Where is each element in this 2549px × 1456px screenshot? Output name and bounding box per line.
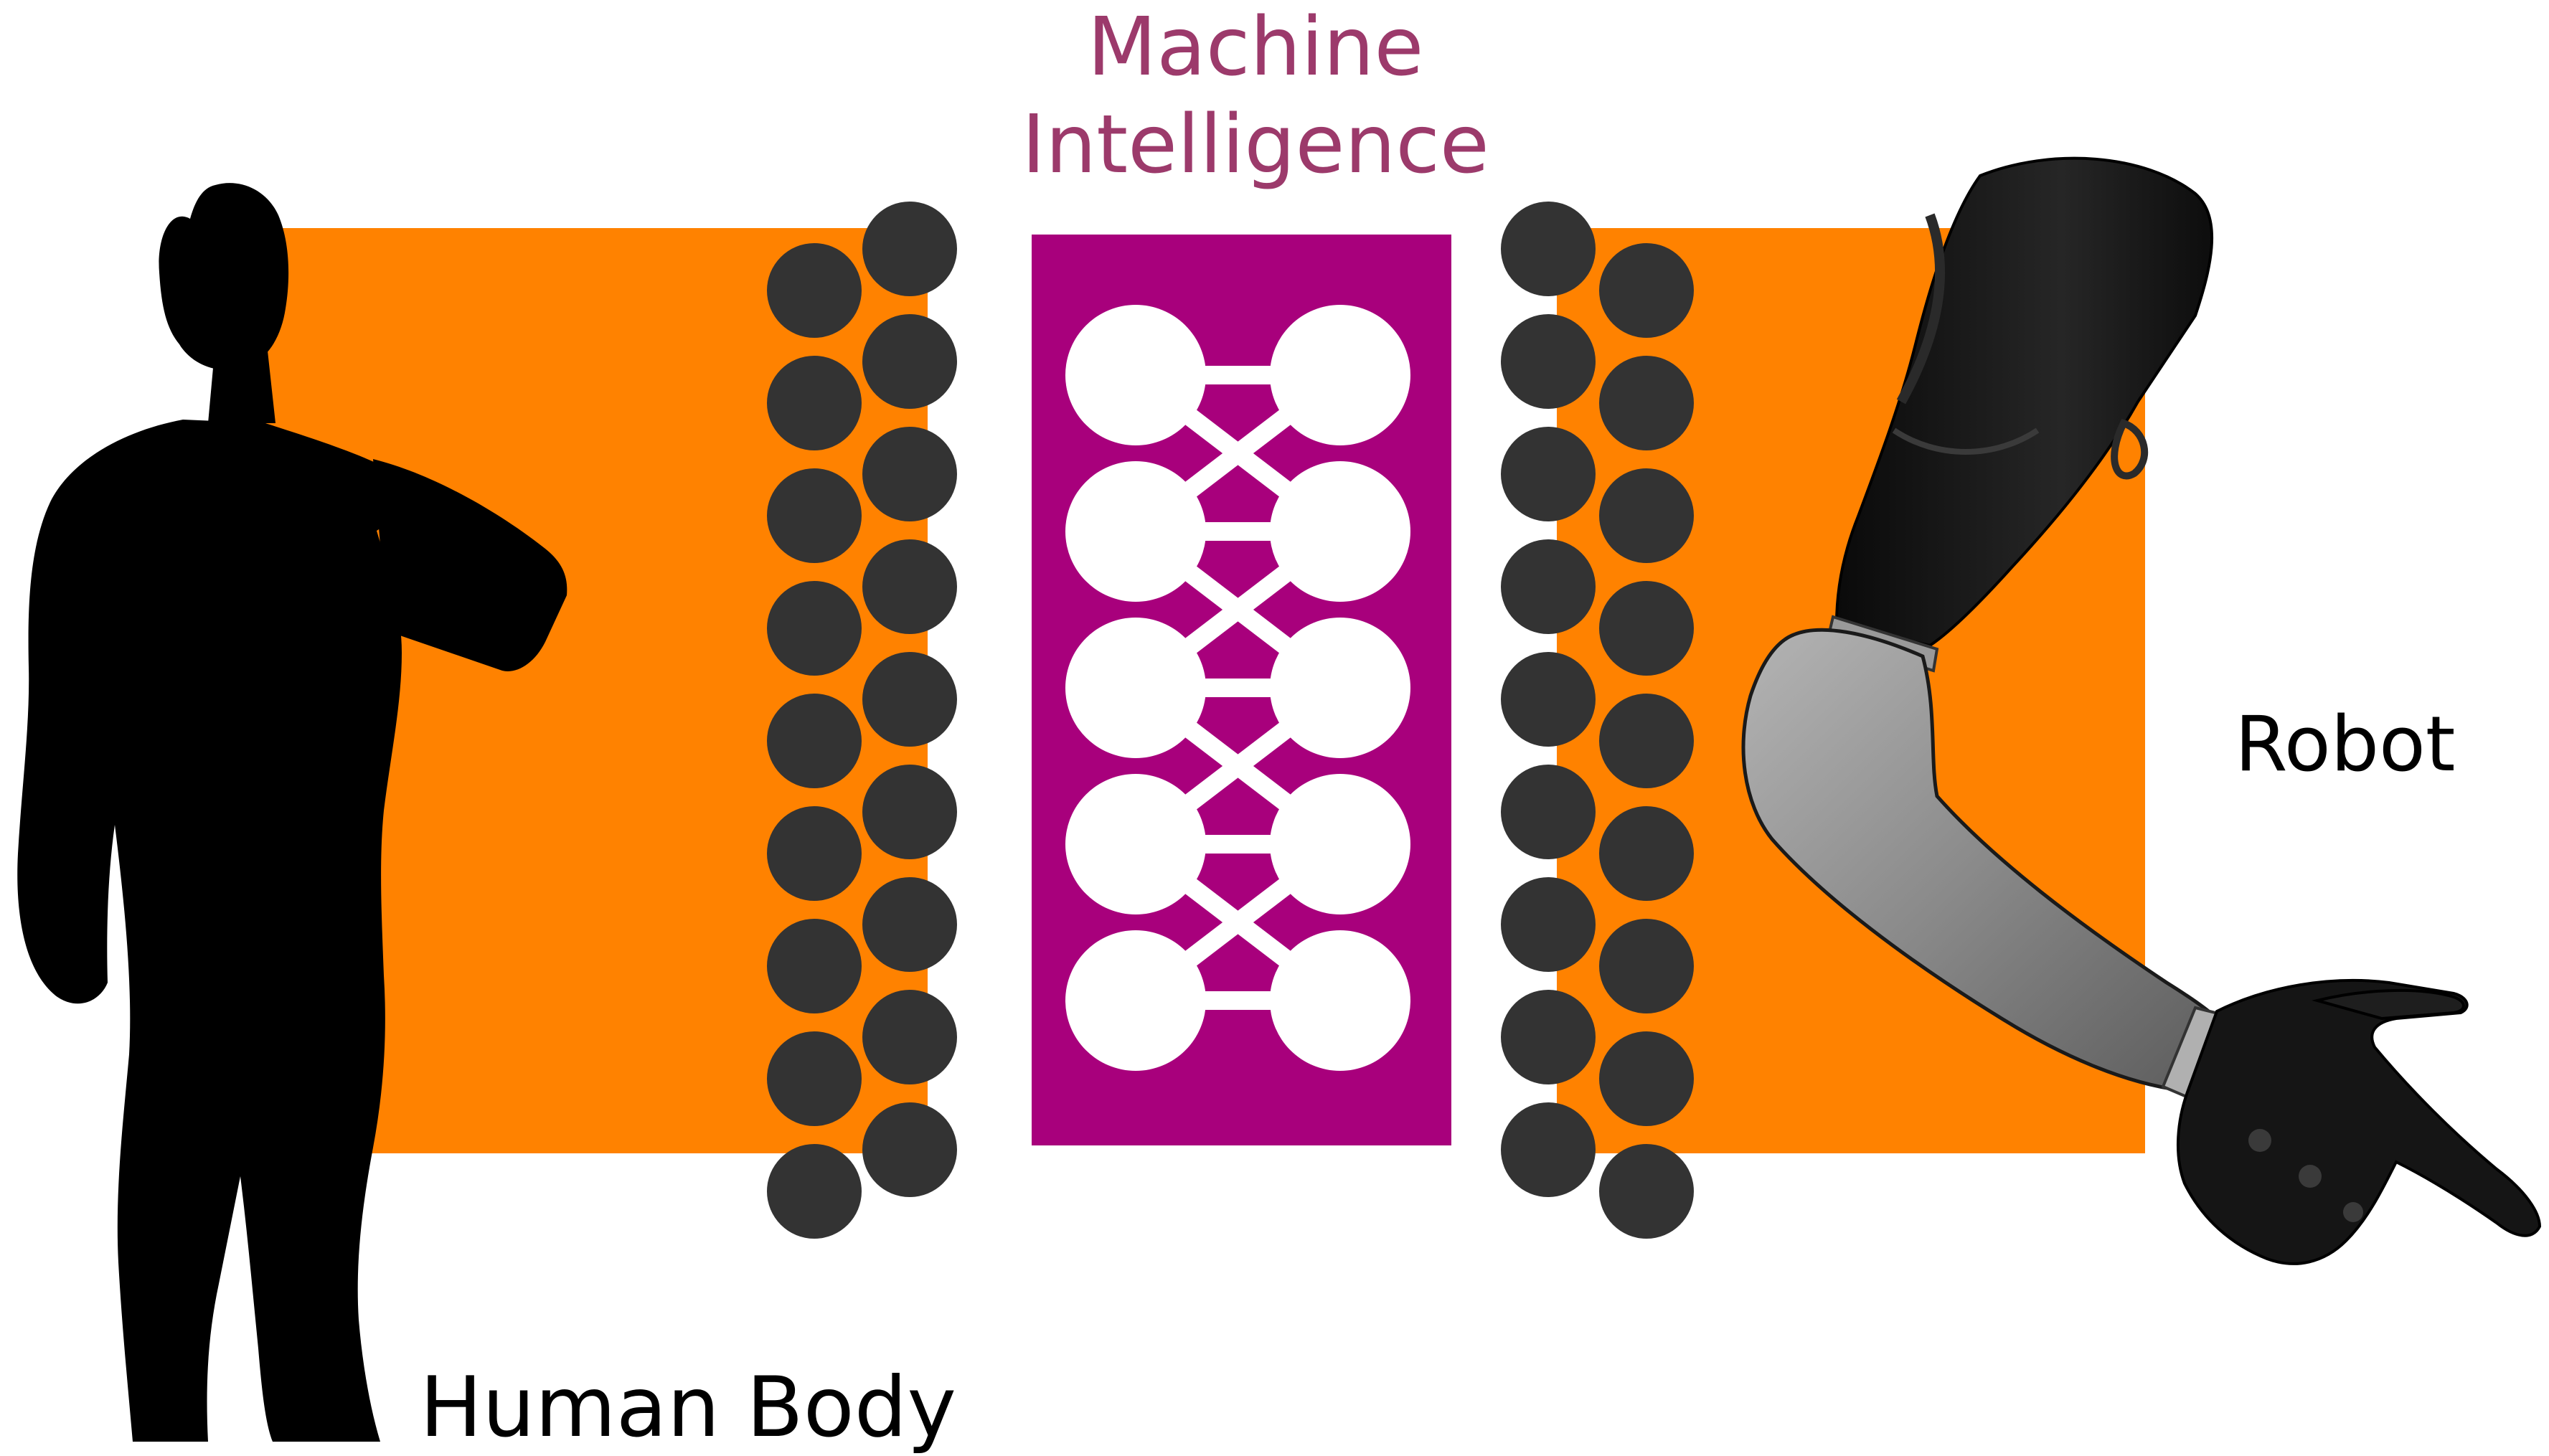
layer-node — [767, 243, 862, 338]
network-node — [1270, 618, 1410, 758]
network-node — [1270, 305, 1410, 445]
layer-node — [1501, 990, 1596, 1084]
layer-node — [862, 427, 957, 521]
layer-node — [767, 694, 862, 788]
layer-node — [1599, 356, 1694, 450]
layer-node — [767, 806, 862, 901]
layer-node — [862, 990, 957, 1084]
network-node — [1065, 774, 1206, 914]
layer-node — [767, 919, 862, 1013]
left-node-layer — [767, 202, 957, 1239]
network-node — [1270, 774, 1410, 914]
layer-node — [1599, 806, 1694, 901]
layer-node — [1501, 314, 1596, 409]
layer-node — [1599, 581, 1694, 676]
layer-node — [1599, 243, 1694, 338]
right-node-layer — [1501, 202, 1694, 1239]
robotic-arm-icon — [1741, 156, 2542, 1265]
title-line-2: Intelligence — [1022, 98, 1489, 192]
layer-node — [1599, 694, 1694, 788]
layer-node — [1599, 919, 1694, 1013]
network-node — [1065, 930, 1206, 1071]
layer-node — [862, 877, 957, 972]
layer-node — [1599, 1031, 1694, 1126]
layer-node — [767, 356, 862, 450]
layer-node — [1501, 877, 1596, 972]
layer-node — [862, 202, 957, 296]
layer-node — [862, 765, 957, 859]
network-node — [1065, 618, 1206, 758]
layer-node — [862, 652, 957, 747]
layer-node — [862, 314, 957, 409]
layer-node — [1599, 1144, 1694, 1239]
layer-node — [1501, 539, 1596, 634]
layer-node — [767, 581, 862, 676]
human-silhouette-icon — [17, 183, 567, 1442]
network-nodes — [1065, 305, 1410, 1071]
robot-label: Robot — [2235, 700, 2456, 788]
human-body-label: Human Body — [420, 1359, 957, 1456]
layer-node — [767, 468, 862, 563]
layer-node — [1501, 1102, 1596, 1197]
layer-node — [1599, 468, 1694, 563]
network-node — [1065, 461, 1206, 602]
layer-node — [767, 1144, 862, 1239]
network-node — [1270, 461, 1410, 602]
layer-node — [1501, 652, 1596, 747]
layer-node — [1501, 765, 1596, 859]
network-node — [1065, 305, 1206, 445]
layer-node — [862, 1102, 957, 1197]
layer-node — [1501, 202, 1596, 296]
network-node — [1270, 930, 1410, 1071]
layer-node — [1501, 427, 1596, 521]
layer-node — [862, 539, 957, 634]
title-line-1: Machine — [1087, 1, 1424, 94]
layer-node — [767, 1031, 862, 1126]
